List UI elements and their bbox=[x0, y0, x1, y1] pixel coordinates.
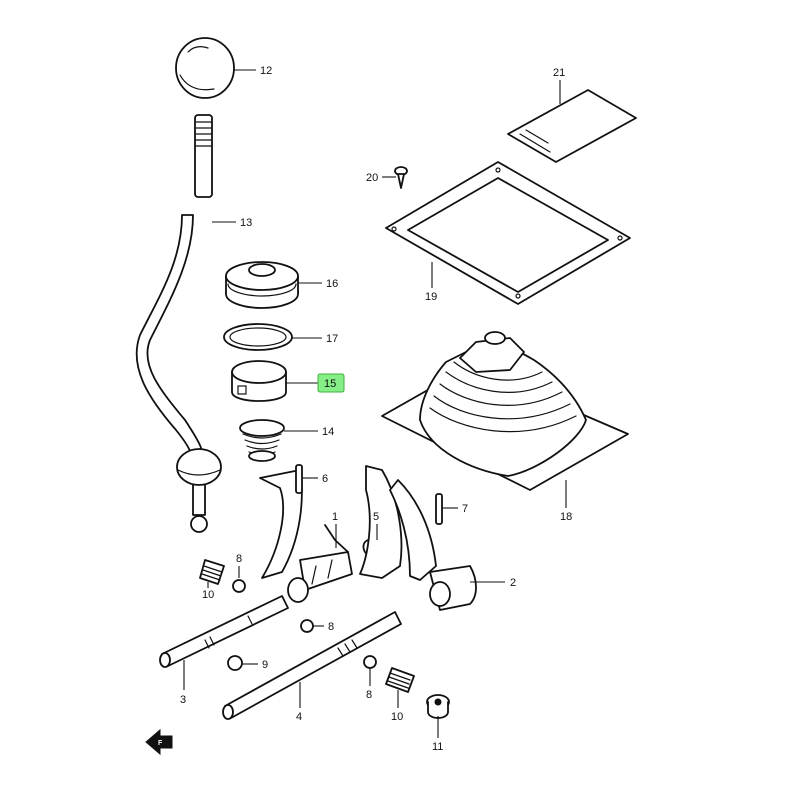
part-shaft-4 bbox=[222, 611, 402, 720]
part-shaft-3 bbox=[159, 595, 289, 668]
part-ball-9 bbox=[227, 655, 243, 671]
part-boot-18 bbox=[381, 331, 629, 491]
callout-21: 21 bbox=[553, 67, 565, 79]
part-bolt-11 bbox=[426, 694, 450, 719]
callout-8a: 8 bbox=[236, 553, 242, 565]
callout-2: 2 bbox=[510, 577, 516, 589]
front-marker-label: F bbox=[158, 740, 163, 747]
part-shift-fork-1 bbox=[259, 469, 353, 603]
leader-lines bbox=[183, 69, 567, 738]
part-gasket-19 bbox=[385, 161, 631, 305]
callout-14: 14 bbox=[322, 426, 334, 438]
callout-4: 4 bbox=[296, 711, 302, 723]
callout-10b: 10 bbox=[391, 711, 403, 723]
callout-19: 19 bbox=[425, 291, 437, 303]
part-spring-10b bbox=[385, 667, 415, 693]
callout-18: 18 bbox=[560, 511, 572, 523]
part-ball-8a bbox=[232, 579, 246, 593]
callout-13: 13 bbox=[240, 217, 252, 229]
callout-9: 9 bbox=[262, 659, 268, 671]
callout-7: 7 bbox=[462, 503, 468, 515]
callout-10a: 10 bbox=[202, 589, 214, 601]
callout-12: 12 bbox=[260, 65, 272, 77]
part-label-plate-21 bbox=[507, 89, 637, 163]
callout-8b: 8 bbox=[328, 621, 334, 633]
part-spring-10a bbox=[199, 559, 225, 585]
part-screw-20 bbox=[394, 166, 408, 189]
part-shift-knob bbox=[175, 37, 235, 99]
callout-15: 15 bbox=[324, 378, 336, 390]
callout-17: 17 bbox=[326, 333, 338, 345]
part-ball-8b bbox=[300, 619, 314, 633]
part-pin-6 bbox=[295, 464, 303, 494]
part-shift-fork-2 bbox=[359, 465, 477, 611]
part-snap-ring bbox=[223, 323, 293, 351]
callout-6: 6 bbox=[322, 473, 328, 485]
front-arrow-marker: F bbox=[145, 728, 173, 756]
callout-11: 11 bbox=[432, 741, 443, 753]
part-lever-seat bbox=[231, 360, 287, 402]
callout-5: 5 bbox=[373, 511, 379, 523]
callout-3: 3 bbox=[180, 694, 186, 706]
callout-1: 1 bbox=[332, 511, 338, 523]
part-ball-8c bbox=[363, 655, 377, 669]
callout-15-highlight bbox=[317, 373, 345, 393]
callout-16: 16 bbox=[326, 278, 338, 290]
part-boot-cap bbox=[225, 261, 299, 309]
part-spring bbox=[239, 419, 285, 462]
part-pin-7 bbox=[435, 493, 443, 525]
part-threaded-rod bbox=[194, 114, 213, 198]
part-shift-lever bbox=[135, 214, 222, 533]
callout-20: 20 bbox=[366, 172, 378, 184]
callout-labels: 12 13 16 17 15 14 6 1 5 7 2 8 10 3 8 9 4… bbox=[180, 65, 572, 753]
callout-8c: 8 bbox=[366, 689, 372, 701]
